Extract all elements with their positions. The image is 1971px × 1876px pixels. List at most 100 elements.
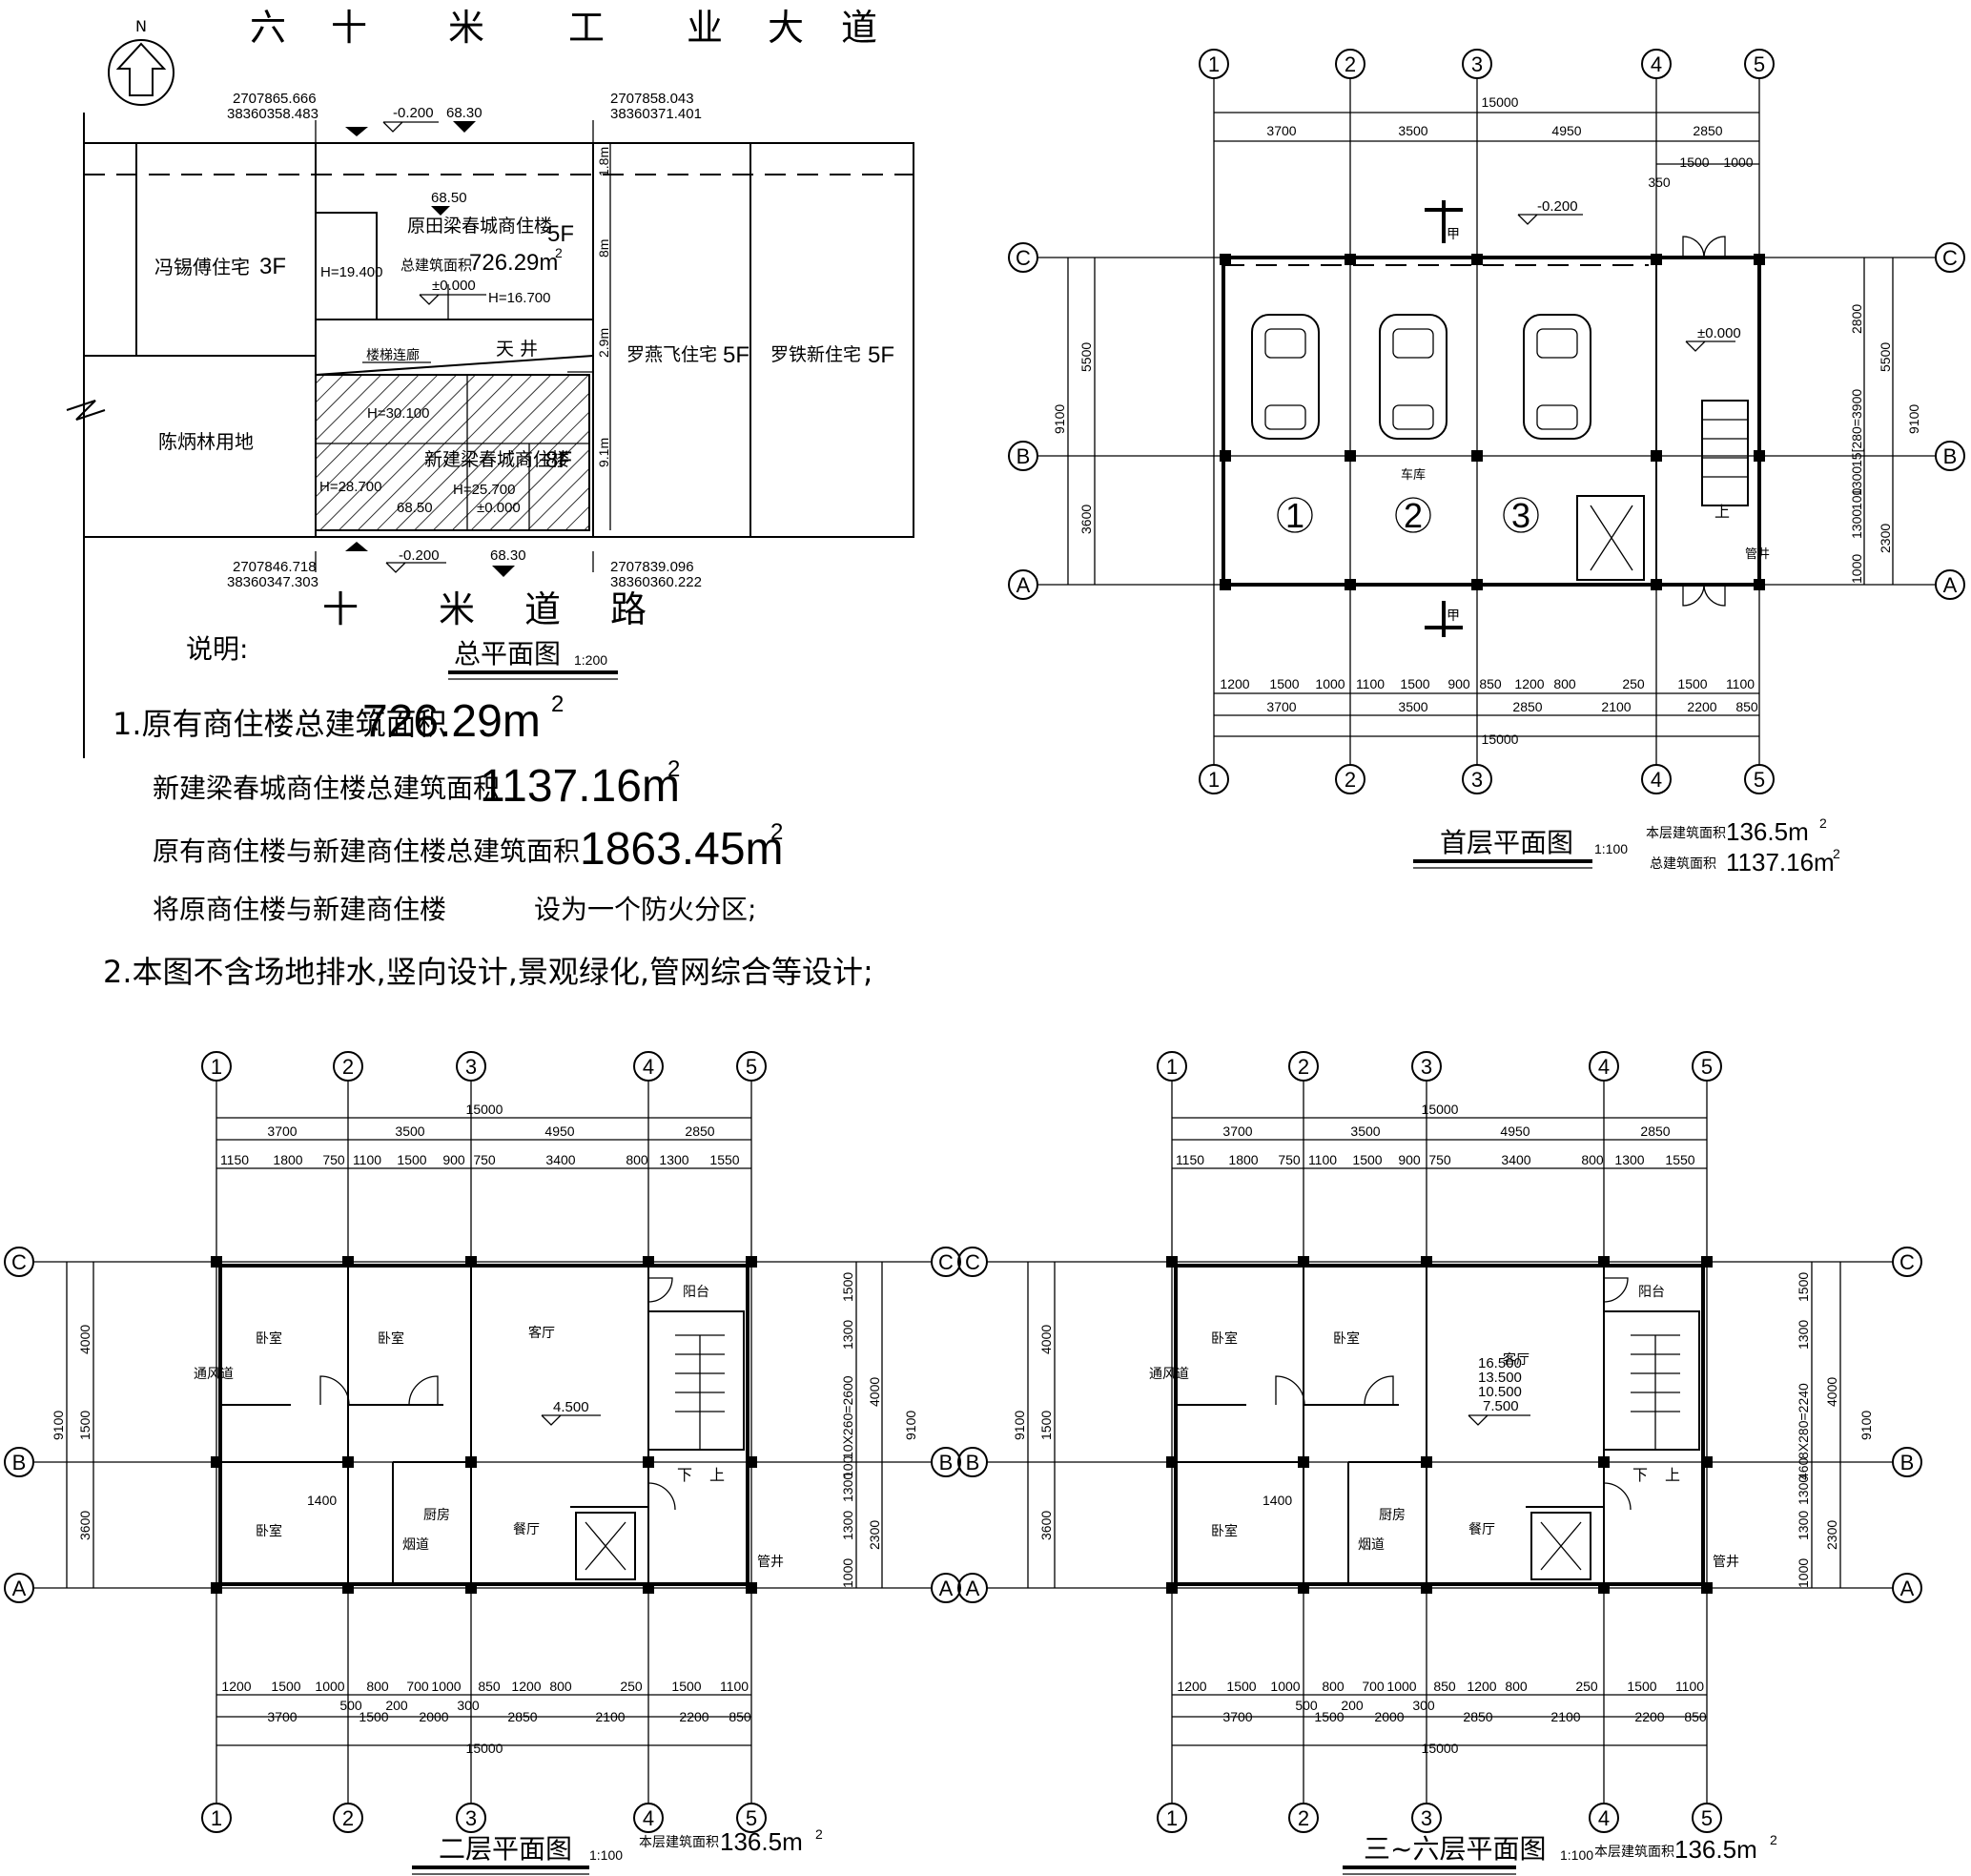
svg-text:9100: 9100	[1012, 1411, 1027, 1440]
svg-text:2: 2	[551, 691, 564, 717]
svg-text:13.500: 13.500	[1478, 1370, 1522, 1386]
svg-text:C: C	[1016, 246, 1031, 270]
svg-text:2200: 2200	[679, 1709, 708, 1724]
svg-text:2: 2	[1770, 1832, 1777, 1847]
coord-tr-y: 38360371.401	[610, 106, 702, 122]
svg-text:±0.000: ±0.000	[1697, 325, 1741, 341]
svg-text:1500: 1500	[1677, 676, 1707, 691]
notes-block: 说明: 1.原有商住楼总建筑面积 726.29m 2 新建梁春城商住楼总建筑面积…	[103, 633, 873, 990]
svg-text:1300: 1300	[1614, 1152, 1644, 1167]
svg-text:下: 下	[1632, 1466, 1648, 1484]
svg-text:4: 4	[1651, 52, 1662, 76]
svg-text:4000: 4000	[867, 1377, 882, 1407]
svg-text:1300: 1300	[840, 1511, 855, 1540]
svg-text:1100: 1100	[720, 1679, 749, 1694]
svg-text:1500: 1500	[1400, 676, 1429, 691]
svg-text:1100: 1100	[1308, 1152, 1337, 1167]
svg-text:1500: 1500	[397, 1152, 426, 1167]
svg-text:1000: 1000	[1386, 1679, 1416, 1694]
road-bottom-name: 十 米 道 路	[322, 588, 647, 630]
vent-label: 通风道	[194, 1367, 234, 1382]
elev-bot-b: 68.30	[490, 547, 526, 564]
svg-text:1400: 1400	[307, 1493, 337, 1508]
coord-bl-x: 2707846.718	[233, 559, 317, 575]
svg-text:1000: 1000	[315, 1679, 344, 1694]
svg-text:米: 米	[439, 588, 475, 630]
svg-text:300: 300	[457, 1698, 480, 1713]
svg-text:2000: 2000	[419, 1709, 448, 1724]
coord-tr-x: 2707858.043	[610, 91, 694, 107]
svg-text:1500: 1500	[1314, 1709, 1344, 1724]
svg-text:2: 2	[1819, 815, 1827, 831]
svg-text:5F: 5F	[868, 342, 894, 368]
note-line-2: 新建梁春城商住楼总建筑面积	[153, 773, 500, 804]
svg-text:1500: 1500	[359, 1709, 388, 1724]
garage-label: 车库	[1401, 467, 1426, 483]
svg-text:10.500: 10.500	[1478, 1384, 1522, 1400]
svg-text:5: 5	[1701, 1806, 1713, 1830]
svg-text:3: 3	[1471, 52, 1483, 76]
svg-text:1:100: 1:100	[1594, 841, 1628, 856]
svg-text:2100: 2100	[595, 1709, 625, 1724]
svg-text:16.500: 16.500	[1478, 1355, 1522, 1371]
second-floor-plan: 1 2 3 4 5 1 2 3 4 5 C B A C B A 15000 37…	[4, 1051, 961, 1875]
svg-text:2850: 2850	[507, 1709, 537, 1724]
svg-text:15000: 15000	[466, 1102, 503, 1117]
svg-text:850: 850	[1479, 676, 1502, 691]
svg-text:800: 800	[1322, 1679, 1345, 1694]
svg-text:250: 250	[620, 1679, 643, 1694]
svg-text:1300: 1300	[1796, 1475, 1811, 1505]
ground-floor-title: 首层平面图	[1440, 827, 1573, 858]
svg-text:700: 700	[406, 1679, 429, 1694]
svg-text:1:100: 1:100	[1560, 1847, 1593, 1863]
svg-text:H=25.700: H=25.700	[453, 482, 515, 498]
svg-text:卧室: 卧室	[1211, 1523, 1238, 1539]
svg-text:9100: 9100	[51, 1411, 66, 1440]
room-bedroom-2: 卧室	[378, 1330, 404, 1347]
svg-text:2: 2	[1345, 768, 1356, 792]
courtyard-label: 天 井	[496, 339, 538, 360]
svg-text:上: 上	[709, 1466, 725, 1484]
svg-text:3600: 3600	[1078, 505, 1094, 534]
svg-text:1500: 1500	[671, 1679, 701, 1694]
svg-text:1137.16m: 1137.16m	[480, 761, 680, 812]
svg-text:460: 460	[1796, 1457, 1811, 1480]
svg-text:1150: 1150	[220, 1152, 249, 1167]
second-floor-title: 二层平面图	[439, 1833, 572, 1865]
svg-text:3: 3	[465, 1806, 477, 1830]
svg-text:道: 道	[841, 7, 877, 49]
svg-text:1.8m: 1.8m	[596, 147, 611, 176]
svg-text:700: 700	[1362, 1679, 1385, 1694]
stair-icon	[1603, 1310, 1700, 1451]
svg-text:850: 850	[1433, 1679, 1456, 1694]
svg-text:1200: 1200	[511, 1679, 541, 1694]
svg-text:3: 3	[465, 1055, 477, 1079]
svg-text:4: 4	[1598, 1055, 1610, 1079]
svg-text:B: B	[939, 1451, 954, 1474]
svg-text:4: 4	[1598, 1806, 1610, 1830]
svg-text:3: 3	[1471, 768, 1483, 792]
svg-text:3600: 3600	[77, 1511, 92, 1540]
svg-text:2000: 2000	[1374, 1709, 1404, 1724]
svg-text:工: 工	[568, 7, 605, 49]
svg-text:B: B	[1943, 444, 1958, 468]
svg-text:3500: 3500	[1350, 1124, 1380, 1139]
stair-icon	[647, 1310, 745, 1451]
svg-text:1200: 1200	[1467, 1679, 1496, 1694]
svg-text:750: 750	[322, 1152, 345, 1167]
svg-text:3: 3	[1421, 1806, 1432, 1830]
svg-text:8m: 8m	[596, 239, 611, 258]
svg-text:本层建筑面积: 本层建筑面积	[1646, 826, 1726, 841]
svg-text:餐厅: 餐厅	[1468, 1522, 1495, 1537]
svg-text:1300: 1300	[840, 1320, 855, 1350]
svg-text:10X260=2600: 10X260=2600	[840, 1375, 855, 1459]
svg-text:1200: 1200	[1177, 1679, 1206, 1694]
svg-text:1100: 1100	[1356, 676, 1385, 691]
svg-text:8X280=2240: 8X280=2240	[1796, 1383, 1811, 1459]
svg-text:1100: 1100	[1726, 676, 1755, 691]
right-house1-label: 罗燕飞住宅	[626, 344, 717, 365]
svg-text:±0.000: ±0.000	[477, 500, 521, 516]
svg-text:1: 1	[1166, 1806, 1178, 1830]
svg-text:9100: 9100	[1052, 404, 1067, 434]
svg-text:3400: 3400	[1501, 1152, 1530, 1167]
